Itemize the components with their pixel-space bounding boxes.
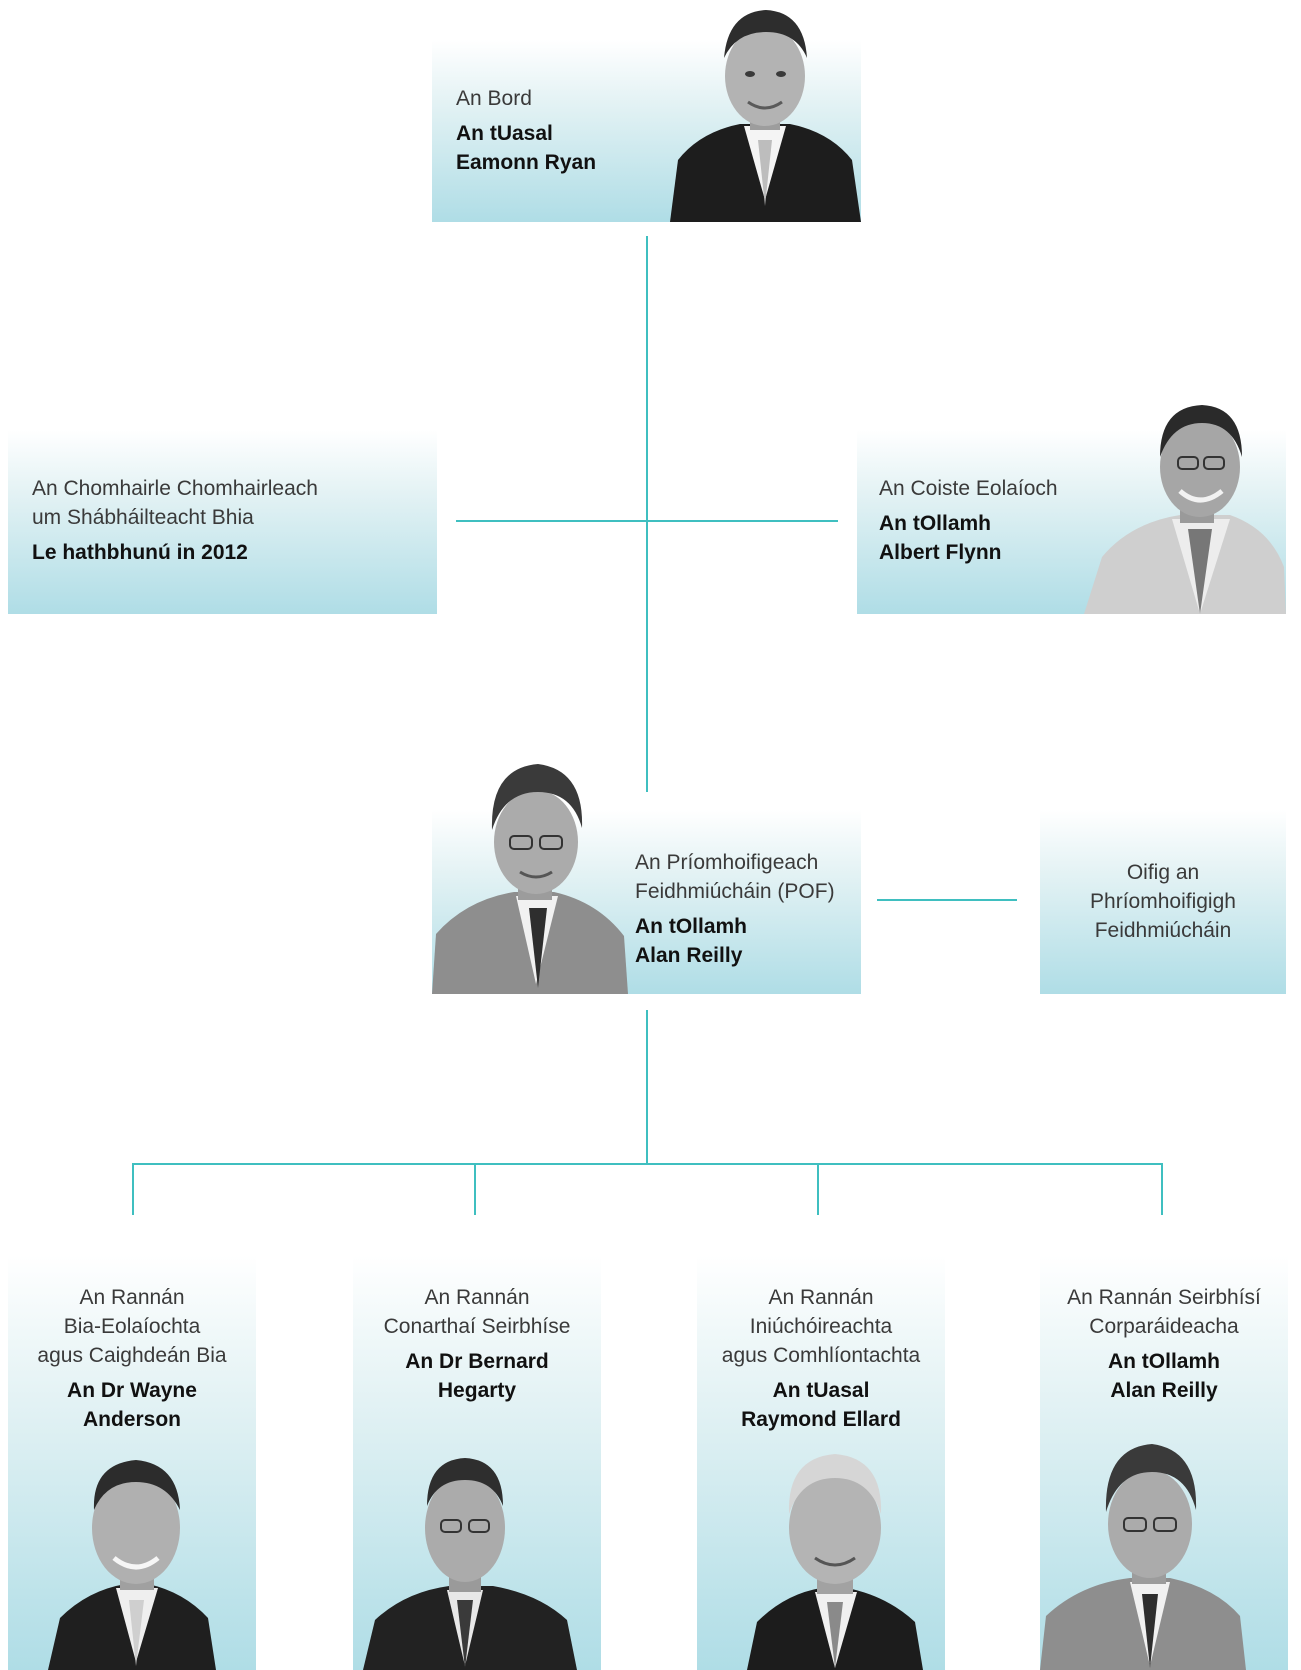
- division-1-name: An Dr Wayne Anderson: [67, 1379, 197, 1431]
- advisory-name: Le hathbhunú in 2012: [32, 541, 248, 564]
- connector-division-3: [817, 1163, 819, 1215]
- portrait-albert-flynn: [1080, 397, 1286, 614]
- portrait-raymond-ellard: [697, 1440, 945, 1670]
- division-2-name: An Dr Bernard Hegarty: [405, 1350, 549, 1402]
- division-1-role: An Rannán Bia-Eolaíochta agus Caighdeán …: [37, 1286, 227, 1367]
- portrait-eamonn-ryan: [670, 0, 861, 222]
- board-name: An tUasal Eamonn Ryan: [456, 122, 597, 174]
- ceo-office-box: Oifig an Phríomhoifigigh Feidhmiúcháin: [1040, 810, 1286, 994]
- board-role: An Bord: [456, 87, 532, 110]
- division-2-role: An Rannán Conarthaí Seirbhíse: [383, 1286, 571, 1338]
- advisory-role: An Chomhairle Chomhairleach um Shábháilt…: [32, 477, 318, 529]
- division-4-name: An tOllamh Alan Reilly: [1107, 1350, 1220, 1402]
- portrait-wayne-anderson: [8, 1440, 256, 1670]
- scientific-role: An Coiste Eolaíoch: [879, 477, 1058, 500]
- connector-divisions-horizontal: [132, 1163, 1163, 1165]
- connector-division-2: [474, 1163, 476, 1215]
- connector-horizontal-committees: [456, 520, 838, 522]
- connector-ceo-down: [646, 1010, 648, 1165]
- connector-division-1: [132, 1163, 134, 1215]
- division-4-role: An Rannán Seirbhísí Corparáideacha: [1067, 1286, 1261, 1338]
- connector-ceo-office: [877, 899, 1017, 901]
- connector-division-4: [1161, 1163, 1163, 1215]
- advisory-council-box: An Chomhairle Chomhairleach um Shábháilt…: [8, 430, 437, 614]
- connector-board-down: [646, 236, 648, 792]
- division-3-role: An Rannán Iniúchóireachta agus Comhlíont…: [721, 1286, 921, 1367]
- ceo-name: An tOllamh Alan Reilly: [635, 915, 748, 967]
- scientific-name: An tOllamh Albert Flynn: [879, 512, 1002, 564]
- portrait-alan-reilly-2: [1040, 1430, 1288, 1670]
- portrait-alan-reilly: [432, 758, 628, 994]
- ceo-role: An Príomhoifigeach Feidhmiúcháin (POF): [635, 851, 835, 903]
- division-3-name: An tUasal Raymond Ellard: [741, 1379, 901, 1431]
- portrait-bernard-hegarty: [353, 1440, 601, 1670]
- ceo-office-role: Oifig an Phríomhoifigigh Feidhmiúcháin: [1090, 861, 1236, 942]
